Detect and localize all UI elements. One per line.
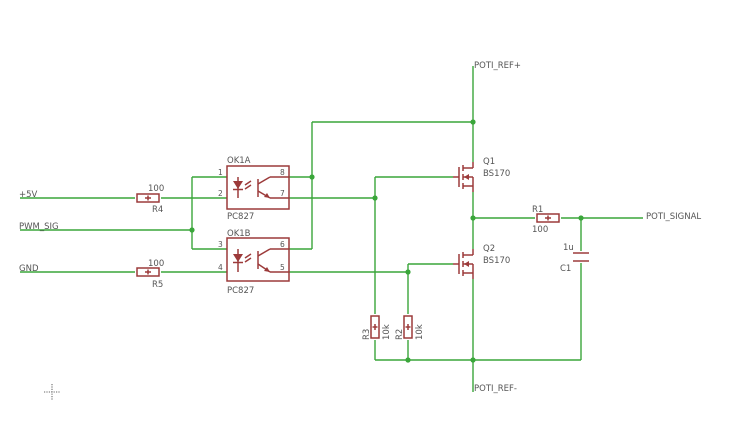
net-label-gnd: GND bbox=[19, 264, 39, 274]
ok1a-value: PC827 bbox=[227, 212, 254, 222]
net-label-poti-ref-minus: POTI_REF- bbox=[474, 384, 517, 394]
ok1b-pin-4: 4 bbox=[218, 263, 223, 272]
ok1a-pin-7: 7 bbox=[280, 189, 285, 198]
r1-value: 100 bbox=[532, 225, 548, 235]
r1-name: R1 bbox=[532, 205, 543, 215]
net-label-poti-ref-plus: POTI_REF+ bbox=[474, 61, 521, 71]
r3-value: 10k bbox=[382, 324, 392, 340]
resistor-r5[interactable]: 100 R5 bbox=[136, 259, 164, 290]
junction-dot bbox=[405, 269, 411, 275]
net-label-pwm-sig: PWM_SIG bbox=[19, 222, 59, 232]
r4-value: 100 bbox=[148, 184, 164, 194]
ok1b-value: PC827 bbox=[227, 286, 254, 296]
ok1a-pin-8: 8 bbox=[280, 168, 285, 177]
junction-dot bbox=[309, 174, 315, 180]
r2-name: R2 bbox=[395, 329, 405, 340]
ok1b-pin-3: 3 bbox=[218, 240, 223, 249]
net-label-5v: +5V bbox=[19, 190, 38, 200]
ok1a-pin-2: 2 bbox=[218, 189, 223, 198]
resistor-r3[interactable]: R3 10k bbox=[362, 315, 392, 340]
net-label-poti-signal: POTI_SIGNAL bbox=[646, 212, 701, 222]
r3-name: R3 bbox=[362, 329, 372, 340]
mosfet-q2[interactable]: Q2 BS170 bbox=[453, 244, 510, 279]
resistor-r1[interactable]: R1 100 bbox=[532, 205, 560, 235]
c1-name: C1 bbox=[560, 264, 571, 274]
resistor-r2[interactable]: R2 10k bbox=[395, 315, 425, 340]
ok1b-pin-5: 5 bbox=[280, 263, 285, 272]
net-labels: POTI_REF+ POTI_REF- POTI_SIGNAL +5V PWM_… bbox=[19, 61, 701, 394]
junction-dot bbox=[470, 215, 476, 221]
junction-dot bbox=[405, 357, 411, 363]
r5-name: R5 bbox=[152, 280, 163, 290]
ok1a-pin-1: 1 bbox=[218, 168, 223, 177]
optocoupler-ok1b[interactable]: 3 4 6 5 OK1B PC827 bbox=[218, 229, 290, 296]
q1-name: Q1 bbox=[483, 157, 495, 167]
junction-dot bbox=[578, 215, 584, 221]
resistor-r4[interactable]: 100 R4 bbox=[136, 184, 164, 215]
mosfet-q1[interactable]: Q1 BS170 bbox=[453, 157, 510, 192]
junction-dots bbox=[189, 119, 584, 363]
q2-value: BS170 bbox=[483, 256, 510, 266]
origin-crosshair-icon bbox=[44, 384, 60, 400]
r2-value: 10k bbox=[415, 324, 425, 340]
r5-value: 100 bbox=[148, 259, 164, 269]
ok1a-name: OK1A bbox=[227, 156, 251, 166]
capacitor-c1[interactable]: 1u C1 bbox=[560, 243, 589, 274]
junction-dot bbox=[372, 195, 378, 201]
junction-dot bbox=[189, 227, 195, 233]
optocoupler-ok1a[interactable]: 1 2 8 7 OK1A PC827 bbox=[218, 156, 290, 222]
q1-value: BS170 bbox=[483, 169, 510, 179]
ok1b-pin-6: 6 bbox=[280, 240, 285, 249]
q2-name: Q2 bbox=[483, 244, 495, 254]
junction-dot bbox=[470, 357, 476, 363]
r4-name: R4 bbox=[152, 205, 163, 215]
ok1b-name: OK1B bbox=[227, 229, 251, 239]
wires bbox=[20, 66, 643, 392]
junction-dot bbox=[470, 119, 476, 125]
c1-value: 1u bbox=[563, 243, 574, 253]
